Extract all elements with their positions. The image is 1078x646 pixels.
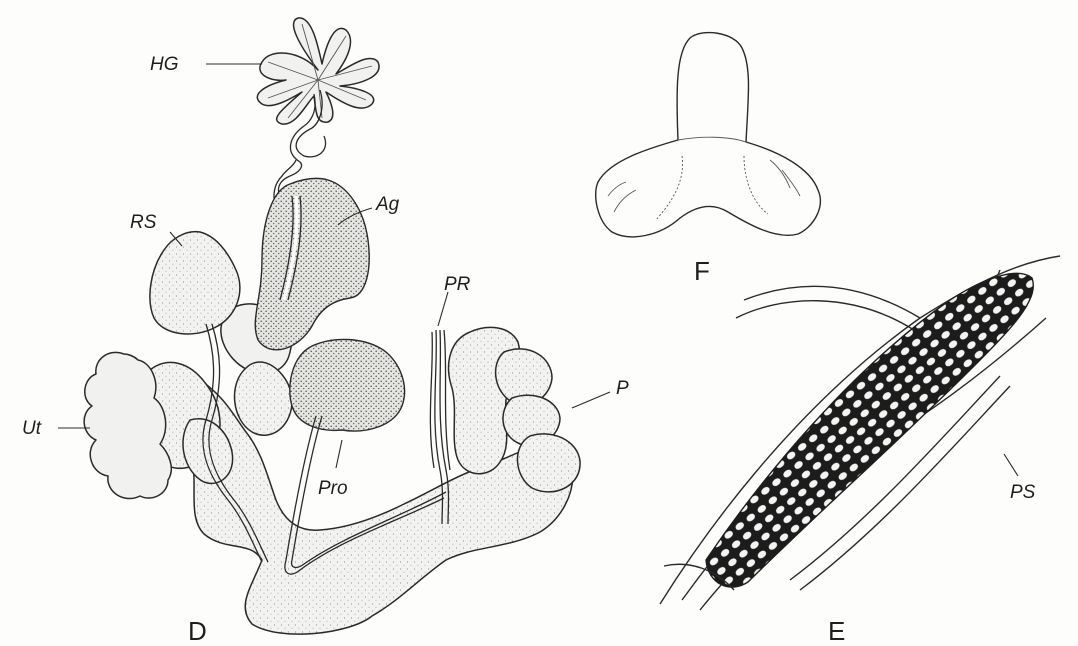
label-pr: PR (444, 274, 471, 295)
pr-leader (438, 292, 448, 326)
panel-label-f: F (694, 256, 710, 286)
panel-d-reproductive-system: HG Ag RS PR Ut Pro P D (22, 18, 629, 646)
label-rs: RS (130, 212, 157, 233)
label-ag: Ag (375, 194, 400, 215)
label-p: P (616, 378, 629, 399)
panel-label-d: D (188, 616, 207, 646)
pro-leader (336, 440, 342, 468)
p-leader (572, 392, 610, 408)
albumen-gland (255, 178, 369, 349)
panel-label-e: E (828, 616, 845, 646)
label-ps: PS (1010, 482, 1036, 503)
panel-e-penial-sheath: PS E (660, 256, 1060, 646)
hermaphrodite-gland (257, 18, 379, 124)
label-ut: Ut (22, 418, 42, 439)
label-pro: Pro (318, 478, 348, 499)
label-hg: HG (150, 54, 179, 75)
prostate-gland (290, 339, 405, 431)
penis-mesh-wall (706, 273, 1033, 587)
ps-leader (1004, 454, 1018, 476)
jaw-outline (596, 33, 821, 237)
receptaculum-seminis (150, 232, 240, 334)
panel-f-jaw: F (596, 33, 821, 286)
